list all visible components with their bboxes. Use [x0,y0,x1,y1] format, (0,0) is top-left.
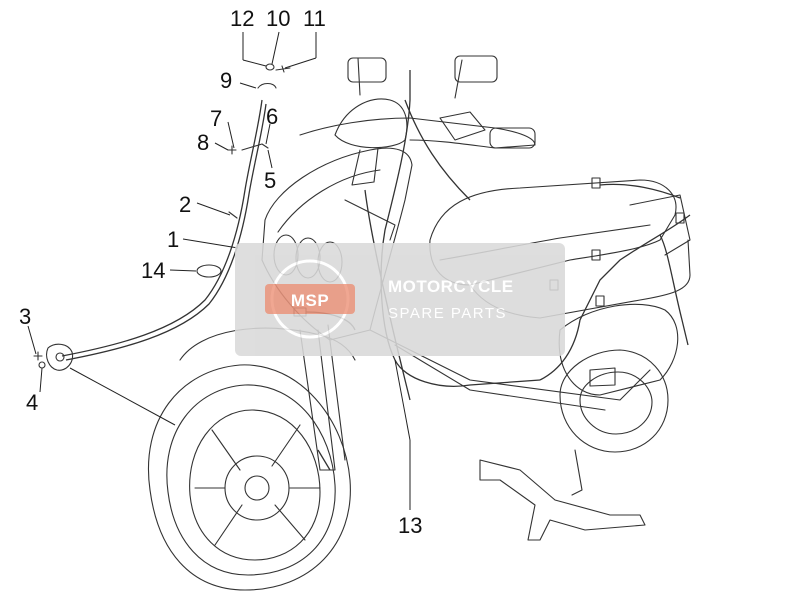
callout-2: 2 [179,192,191,217]
callout-5: 5 [264,168,276,193]
leader-lines [27,31,411,510]
callout-1: 1 [167,227,179,252]
watermark-subtitle: SPARE PARTS [388,305,507,322]
callout-12: 12 [230,6,254,31]
callout-11: 11 [303,6,326,31]
cable-assembly [33,63,291,371]
watermark-title: MOTORCYCLE [388,277,514,296]
callout-6: 6 [266,104,278,129]
callout-7: 7 [210,106,222,131]
callout-8: 8 [197,130,209,155]
handlebar [299,55,536,149]
front-wheel [148,364,351,591]
watermark-logo-text: MSP [291,291,329,310]
callout-labels: 12 10 11 9 7 6 8 5 2 1 14 3 4 13 [19,6,422,538]
watermark-banner [235,243,565,356]
watermark: MSP MOTORCYCLE SPARE PARTS [235,243,565,356]
callout-4: 4 [26,390,38,415]
watermark-logo-badge [265,284,355,314]
callout-13: 13 [398,513,422,538]
center-stand [479,449,646,541]
callout-14: 14 [141,258,165,283]
callout-10: 10 [266,6,290,31]
speedometer-drive [46,343,74,371]
rear-wheel [559,349,669,453]
callout-9: 9 [220,68,232,93]
cable-clamp-14 [196,264,222,278]
callout-3: 3 [19,304,31,329]
